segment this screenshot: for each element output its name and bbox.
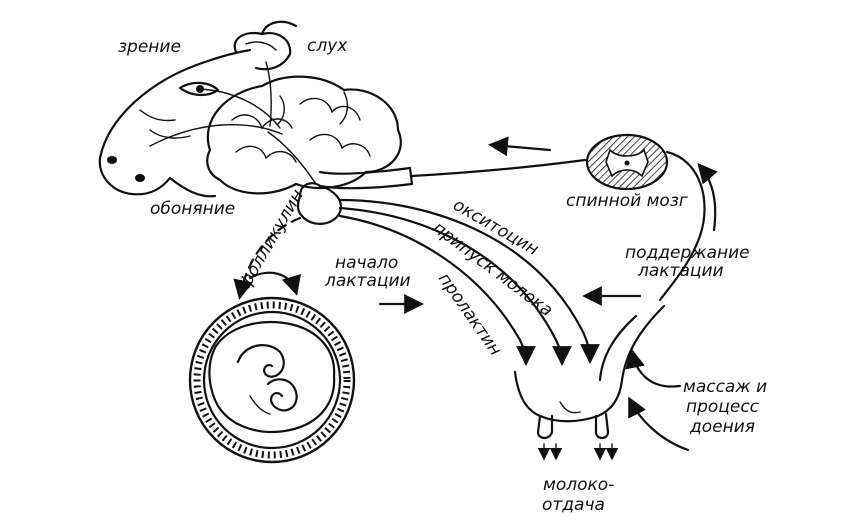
label-massage-2: процесс (686, 397, 760, 417)
udder (513, 304, 666, 461)
label-smell: обоняние (150, 199, 235, 219)
cow-head (98, 20, 298, 198)
spinal-cord-section (585, 133, 669, 191)
label-milk-yield-1: молоко- (543, 475, 614, 495)
label-follicle-hormone: фолликулин (235, 186, 308, 292)
label-support-2: лактации (637, 261, 724, 281)
label-spinal-cord: спинной мозг (566, 191, 688, 211)
label-support-1: поддержание (625, 243, 750, 263)
sense-nerves (149, 61, 317, 185)
pathway-arrows (233, 136, 718, 452)
label-milk-yield-2: отдача (542, 495, 605, 515)
label-vision: зрение (118, 37, 181, 57)
label-massage-3: доения (689, 417, 755, 437)
label-lactation-start-1: начало (335, 253, 398, 273)
labels: зрение слух обоняние спинной мозг оксито… (118, 36, 767, 515)
label-massage-1: массаж и (683, 377, 767, 397)
label-hearing: слух (307, 36, 348, 56)
ovary-follicle (188, 296, 356, 464)
label-lactation-start-2: лактации (324, 271, 411, 291)
